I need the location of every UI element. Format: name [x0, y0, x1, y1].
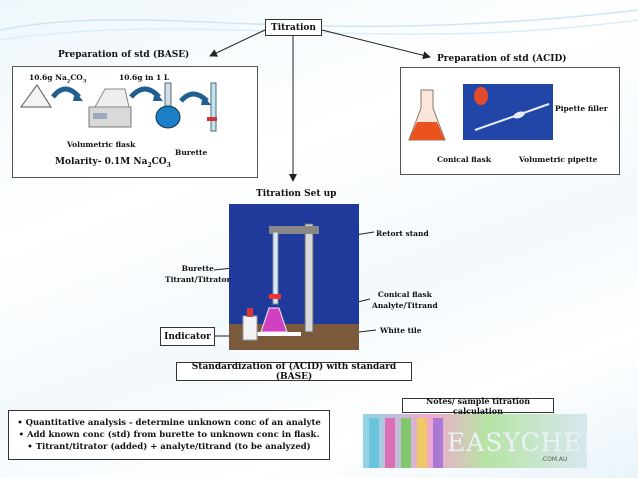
titration-title: Titration	[265, 19, 322, 36]
indicator-label: Indicator	[160, 327, 215, 346]
setup-heading: Titration Set up	[256, 189, 337, 199]
indicator-bottle	[242, 315, 258, 341]
easychem-banner[interactable]: EASYCHEM .COM.AU	[363, 414, 587, 468]
burette-label: Burette	[175, 148, 208, 157]
volumetric-flask-icon	[155, 82, 181, 129]
note-bullet-3: • Titrant/titrator (added) + analyte/tit…	[27, 442, 311, 452]
standardization-box: Standardization of (ACID) with standard …	[176, 362, 412, 382]
conical-flask-pink	[260, 307, 288, 333]
volumetric-flask-label: Volumetric flask	[67, 140, 136, 149]
note-bullet-2: • Add known conc (std) from burette to u…	[18, 430, 320, 440]
balance-icon	[88, 88, 132, 128]
burette-titrant-label: Burette Titrant/Titrator	[165, 264, 231, 284]
acid-heading: Preparation of std (ACID)	[437, 54, 567, 64]
burette-icon	[207, 82, 217, 132]
burette-tube	[272, 231, 279, 305]
white-tile	[255, 332, 301, 336]
sample-calc-link[interactable]: Notes/ sample titration calculation	[402, 396, 554, 416]
volumetric-pipette-icon	[474, 103, 550, 131]
acid-panel: Pipette filler Conical flask Volumetric …	[400, 67, 620, 175]
conical-analyte-label: Conical flask Analyte/Titrand	[372, 290, 438, 310]
conical-flask-icon	[408, 89, 446, 141]
volumetric-pipette-label: Volumetric pipette	[519, 155, 598, 164]
dissolve-label: 10.6g in 1 L	[119, 73, 170, 82]
white-tile-label: White tile	[380, 326, 422, 335]
test-tubes-icon	[369, 418, 443, 468]
base-panel: 10.6g Na2CO3 10.6g in 1 L Volumetric fla…	[12, 66, 258, 178]
acid-illustration	[408, 84, 553, 141]
chemical-bag-icon	[20, 84, 52, 108]
setup-illustration	[229, 223, 359, 350]
conical-flask-label: Conical flask	[437, 155, 491, 164]
retort-stand-label: Retort stand	[376, 229, 429, 238]
pipette-filler-label: Pipette filler	[555, 104, 608, 113]
note-bullet-1: • Quantitative analysis - determine unkn…	[17, 418, 321, 428]
base-illustration	[20, 82, 217, 132]
easychem-domain: .COM.AU	[541, 456, 568, 463]
easychem-logo: EASYCHEM	[447, 428, 587, 457]
pipette-filler-icon	[474, 87, 488, 105]
notes-box: • Quantitative analysis - determine unkn…	[8, 410, 330, 460]
setup-photo	[229, 204, 359, 350]
base-heading: Preparation of std (BASE)	[58, 50, 190, 60]
molarity-label: Molarity- 0.1M Na2CO3	[55, 157, 171, 169]
mass-label: 10.6g Na2CO3	[29, 73, 87, 85]
